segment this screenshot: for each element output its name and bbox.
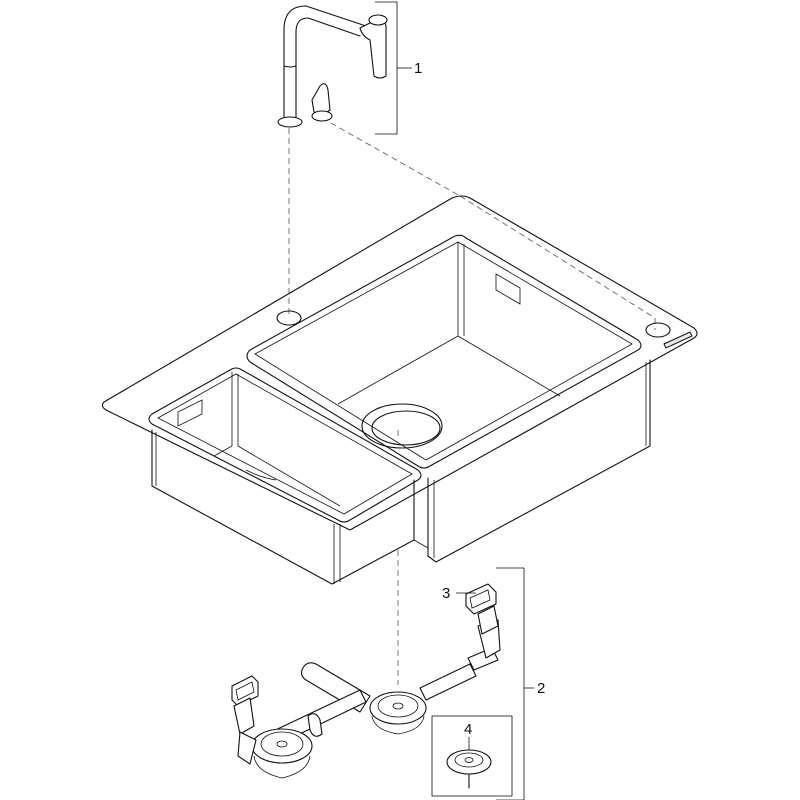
detail-box-4: [431, 715, 513, 797]
callout-bracket-2: [496, 567, 525, 800]
callout-label-1: 1: [414, 60, 423, 77]
alignment-lines: [288, 117, 656, 685]
callout-label-3: 3: [442, 585, 451, 602]
drain-set: [231, 567, 534, 800]
faucet: [277, 5, 388, 128]
callout-bracket-1: [375, 1, 412, 135]
sink: [101, 195, 698, 585]
callout-label-4: 4: [464, 721, 473, 738]
callout-label-2: 2: [537, 680, 546, 697]
